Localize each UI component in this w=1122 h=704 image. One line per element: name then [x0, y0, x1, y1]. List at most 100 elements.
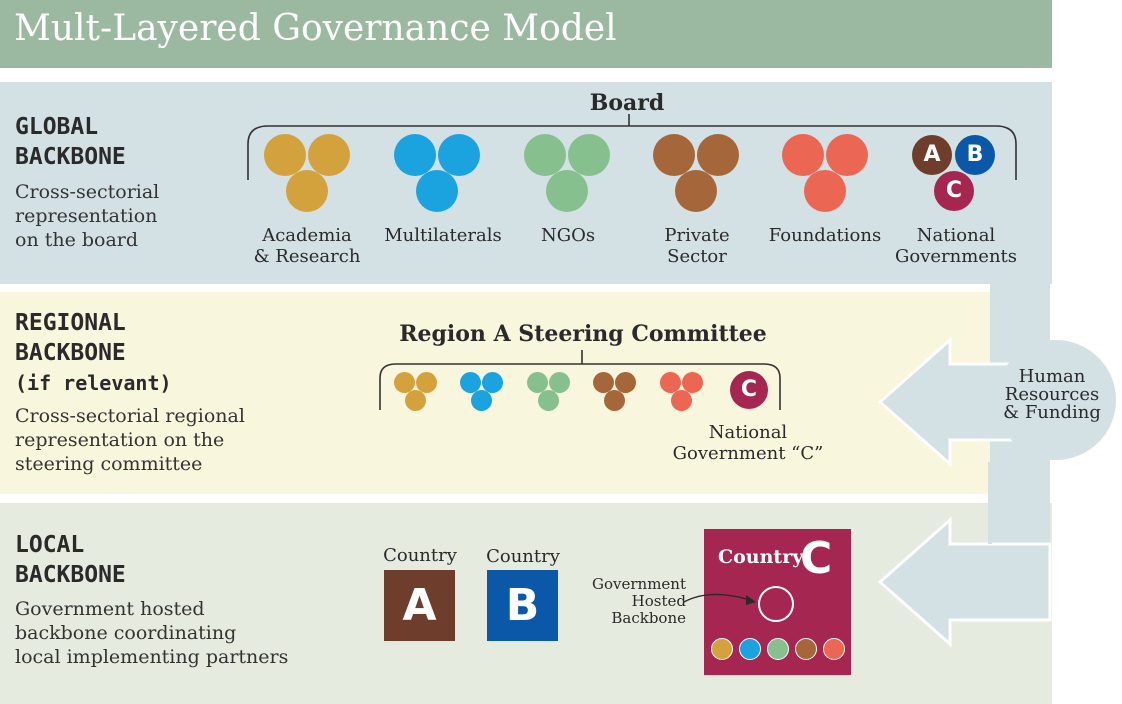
gov-a-circle: A [912, 135, 952, 175]
group-label-academia-line1: Academia [262, 225, 352, 246]
group-label-academia-line2: & Research [253, 246, 361, 267]
foundations-circle-2 [826, 134, 868, 176]
regional-ngos-circle-3 [538, 390, 559, 411]
regional-gov-label-line2: Government “C” [672, 443, 824, 464]
regional-gov-label-line1: National [708, 422, 788, 443]
flow-label: Human Resources & Funding [1000, 368, 1104, 422]
group-label-private-line2: Sector [667, 246, 727, 267]
committee-label: Region A Steering Committee [399, 321, 767, 347]
global-heading-line1: GLOBAL [15, 114, 99, 140]
regional-foundations-circle-1 [660, 372, 681, 393]
regional-private-cluster [593, 372, 639, 412]
local-description: Government hosted backbone coordinating … [15, 597, 288, 669]
group-label-foundations: Foundations [762, 225, 888, 246]
regional-band [0, 292, 996, 494]
global-desc-line1: Cross-sectorial [15, 181, 160, 203]
country-a-label: Country [383, 545, 457, 566]
regional-heading-line2: BACKBONE [15, 340, 126, 366]
country-a-box: A [384, 570, 455, 641]
title-bar [0, 0, 1052, 68]
foundations-circle-1 [782, 134, 824, 176]
regional-gov-label: National Government “C” [660, 422, 836, 464]
board-bracket [247, 114, 1017, 180]
regional-heading-line3: (if relevant) [15, 371, 172, 395]
private-circle-2 [697, 134, 739, 176]
regional-desc-line1: Cross-sectorial regional [15, 405, 245, 427]
gov-c-circle: C [934, 171, 974, 211]
flow-label-line2: Resources [1004, 384, 1100, 405]
gov-b-circle: B [955, 135, 995, 175]
regional-ngos-circle-2 [549, 372, 570, 393]
regional-desc-line3: steering committee [15, 453, 203, 475]
private-circle-3 [675, 170, 717, 212]
funding-flow-arrow [877, 282, 1116, 648]
flow-label-line3: & Funding [1003, 402, 1101, 423]
board-label: Board [589, 90, 665, 116]
regional-heading: REGIONAL BACKBONE (if relevant) [15, 308, 172, 398]
regional-private-circle-2 [615, 372, 636, 393]
regional-ngos-circle-1 [527, 372, 548, 393]
regional-multilaterals-circle-2 [482, 372, 503, 393]
multilaterals-circle-2 [438, 134, 480, 176]
hosted-label-line2: Hosted [631, 592, 686, 610]
regional-academia-circle-3 [405, 390, 426, 411]
regional-academia-circle-2 [416, 372, 437, 393]
group-label-ngos: NGOs [520, 225, 616, 246]
regional-heading-line1: REGIONAL [15, 310, 126, 336]
group-label-governments-line2: Governments [894, 246, 1018, 267]
group-label-academia: Academia & Research [248, 225, 366, 267]
country-c-letter: C [800, 533, 833, 584]
regional-foundations-circle-2 [682, 372, 703, 393]
local-desc-line3: local implementing partners [15, 646, 289, 668]
regional-desc-line2: representation on the [15, 429, 225, 451]
partner-ngos-dot [767, 638, 789, 660]
partner-multilaterals-dot [739, 638, 761, 660]
regional-foundations-cluster [660, 372, 706, 412]
country-c-label: Country [718, 546, 804, 568]
group-label-governments: National Governments [886, 225, 1026, 267]
global-band [0, 82, 1052, 284]
regional-gov-c-circle: C [730, 371, 768, 409]
partner-foundations-dot [823, 638, 845, 660]
ngos-circle-3 [546, 170, 588, 212]
group-label-foundations-line1: Foundations [768, 225, 882, 246]
local-desc-line1: Government hosted [15, 598, 205, 620]
local-heading-line1: LOCAL [15, 532, 85, 558]
group-label-multilaterals: Multilaterals [378, 225, 508, 246]
regional-multilaterals-circle-3 [471, 390, 492, 411]
global-heading-line2: BACKBONE [15, 144, 126, 170]
country-c-box: Country C [704, 529, 851, 675]
committee-bracket [379, 350, 781, 410]
global-desc-line3: on the board [15, 229, 139, 251]
ngos-circle-1 [524, 134, 566, 176]
local-heading-line2: BACKBONE [15, 562, 126, 588]
governments-cluster: A B C [912, 135, 998, 211]
regional-multilaterals-circle-1 [460, 372, 481, 393]
regional-academia-cluster [394, 372, 440, 412]
regional-academia-circle-1 [394, 372, 415, 393]
foundations-circle-3 [804, 170, 846, 212]
page-title: Mult-Layered Governance Model [14, 8, 617, 49]
group-label-multilaterals-line1: Multilaterals [384, 225, 502, 246]
hosted-backbone-label: Government Hosted Backbone [576, 576, 686, 627]
multilaterals-circle-3 [416, 170, 458, 212]
regional-private-circle-1 [593, 372, 614, 393]
regional-foundations-circle-3 [671, 390, 692, 411]
academia-cluster [264, 134, 352, 214]
hosted-label-line3: Backbone [611, 609, 686, 627]
local-heading: LOCAL BACKBONE [15, 530, 126, 590]
global-heading: GLOBAL BACKBONE [15, 112, 126, 172]
hosted-pointer-arrow [683, 593, 756, 605]
regional-description: Cross-sectorial regional representation … [15, 404, 245, 476]
regional-ngos-cluster [527, 372, 573, 412]
academia-circle-2 [308, 134, 350, 176]
group-label-private-line1: Private [664, 225, 730, 246]
group-label-private: Private Sector [645, 225, 749, 267]
partner-private-dot [795, 638, 817, 660]
ngos-cluster [524, 134, 612, 214]
private-cluster [653, 134, 741, 214]
partner-academia-dot [711, 638, 733, 660]
academia-circle-1 [264, 134, 306, 176]
hosted-label-line1: Government [592, 575, 686, 593]
regional-multilaterals-cluster [460, 372, 506, 412]
